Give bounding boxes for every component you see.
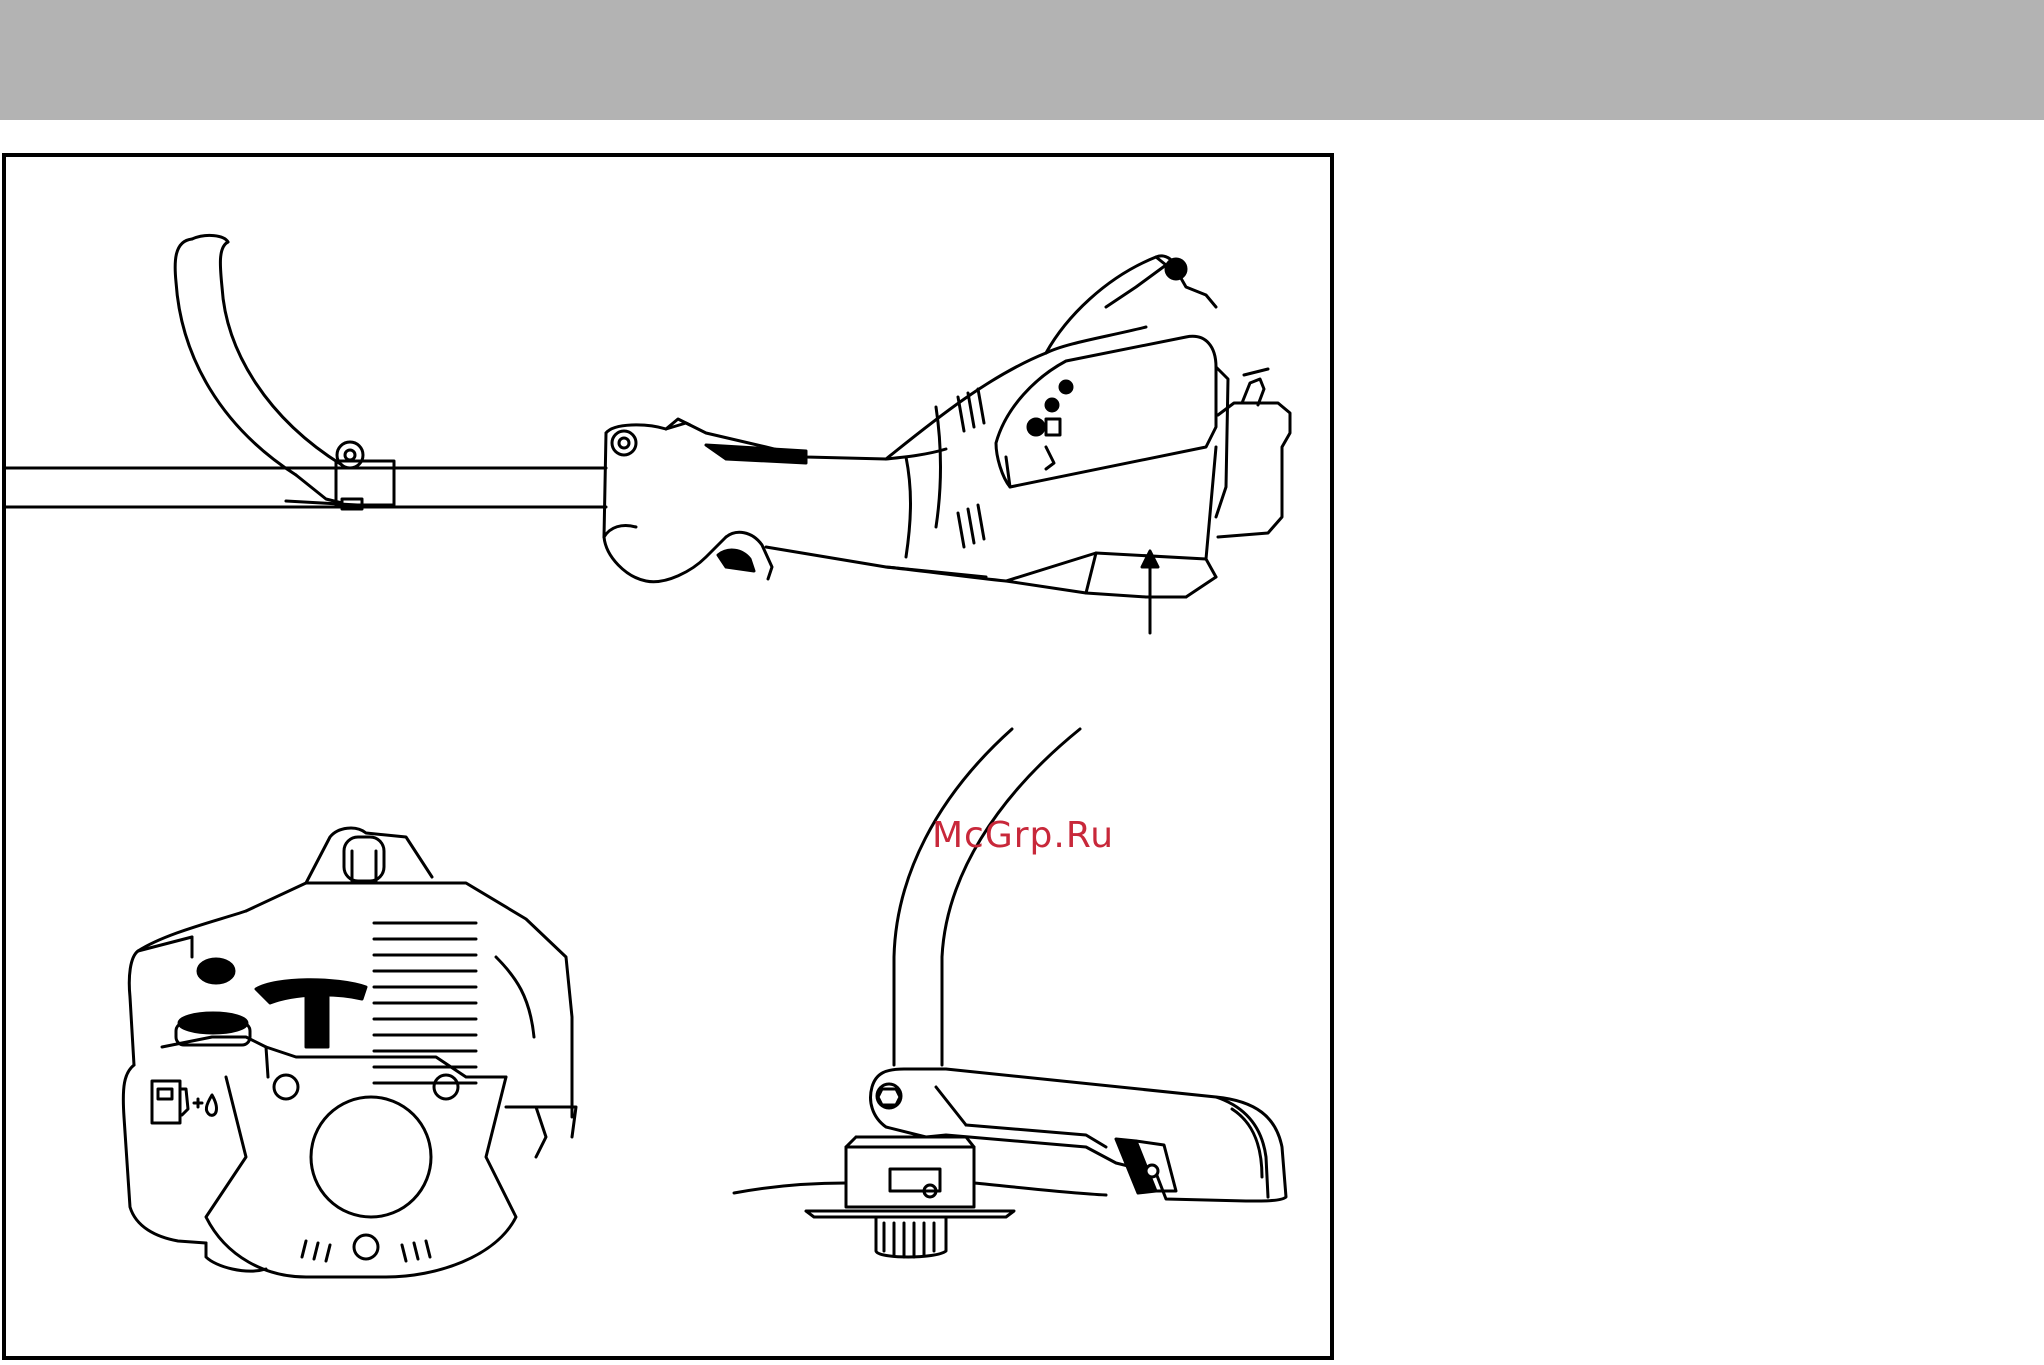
illustration-frame: McGrp.Ru: [2, 153, 1334, 1360]
watermark-text: McGrp.Ru: [932, 815, 1114, 856]
trimmer-head-view: [734, 729, 1286, 1257]
engine-front-view: [123, 828, 576, 1277]
rear-handle: [604, 419, 986, 582]
indicator-arrow: [1142, 551, 1158, 633]
header-band: [0, 0, 2044, 120]
illustration-canvas: [6, 157, 1330, 1356]
trimmer-side-view: [6, 235, 1290, 633]
engine-housing: [886, 256, 1290, 597]
